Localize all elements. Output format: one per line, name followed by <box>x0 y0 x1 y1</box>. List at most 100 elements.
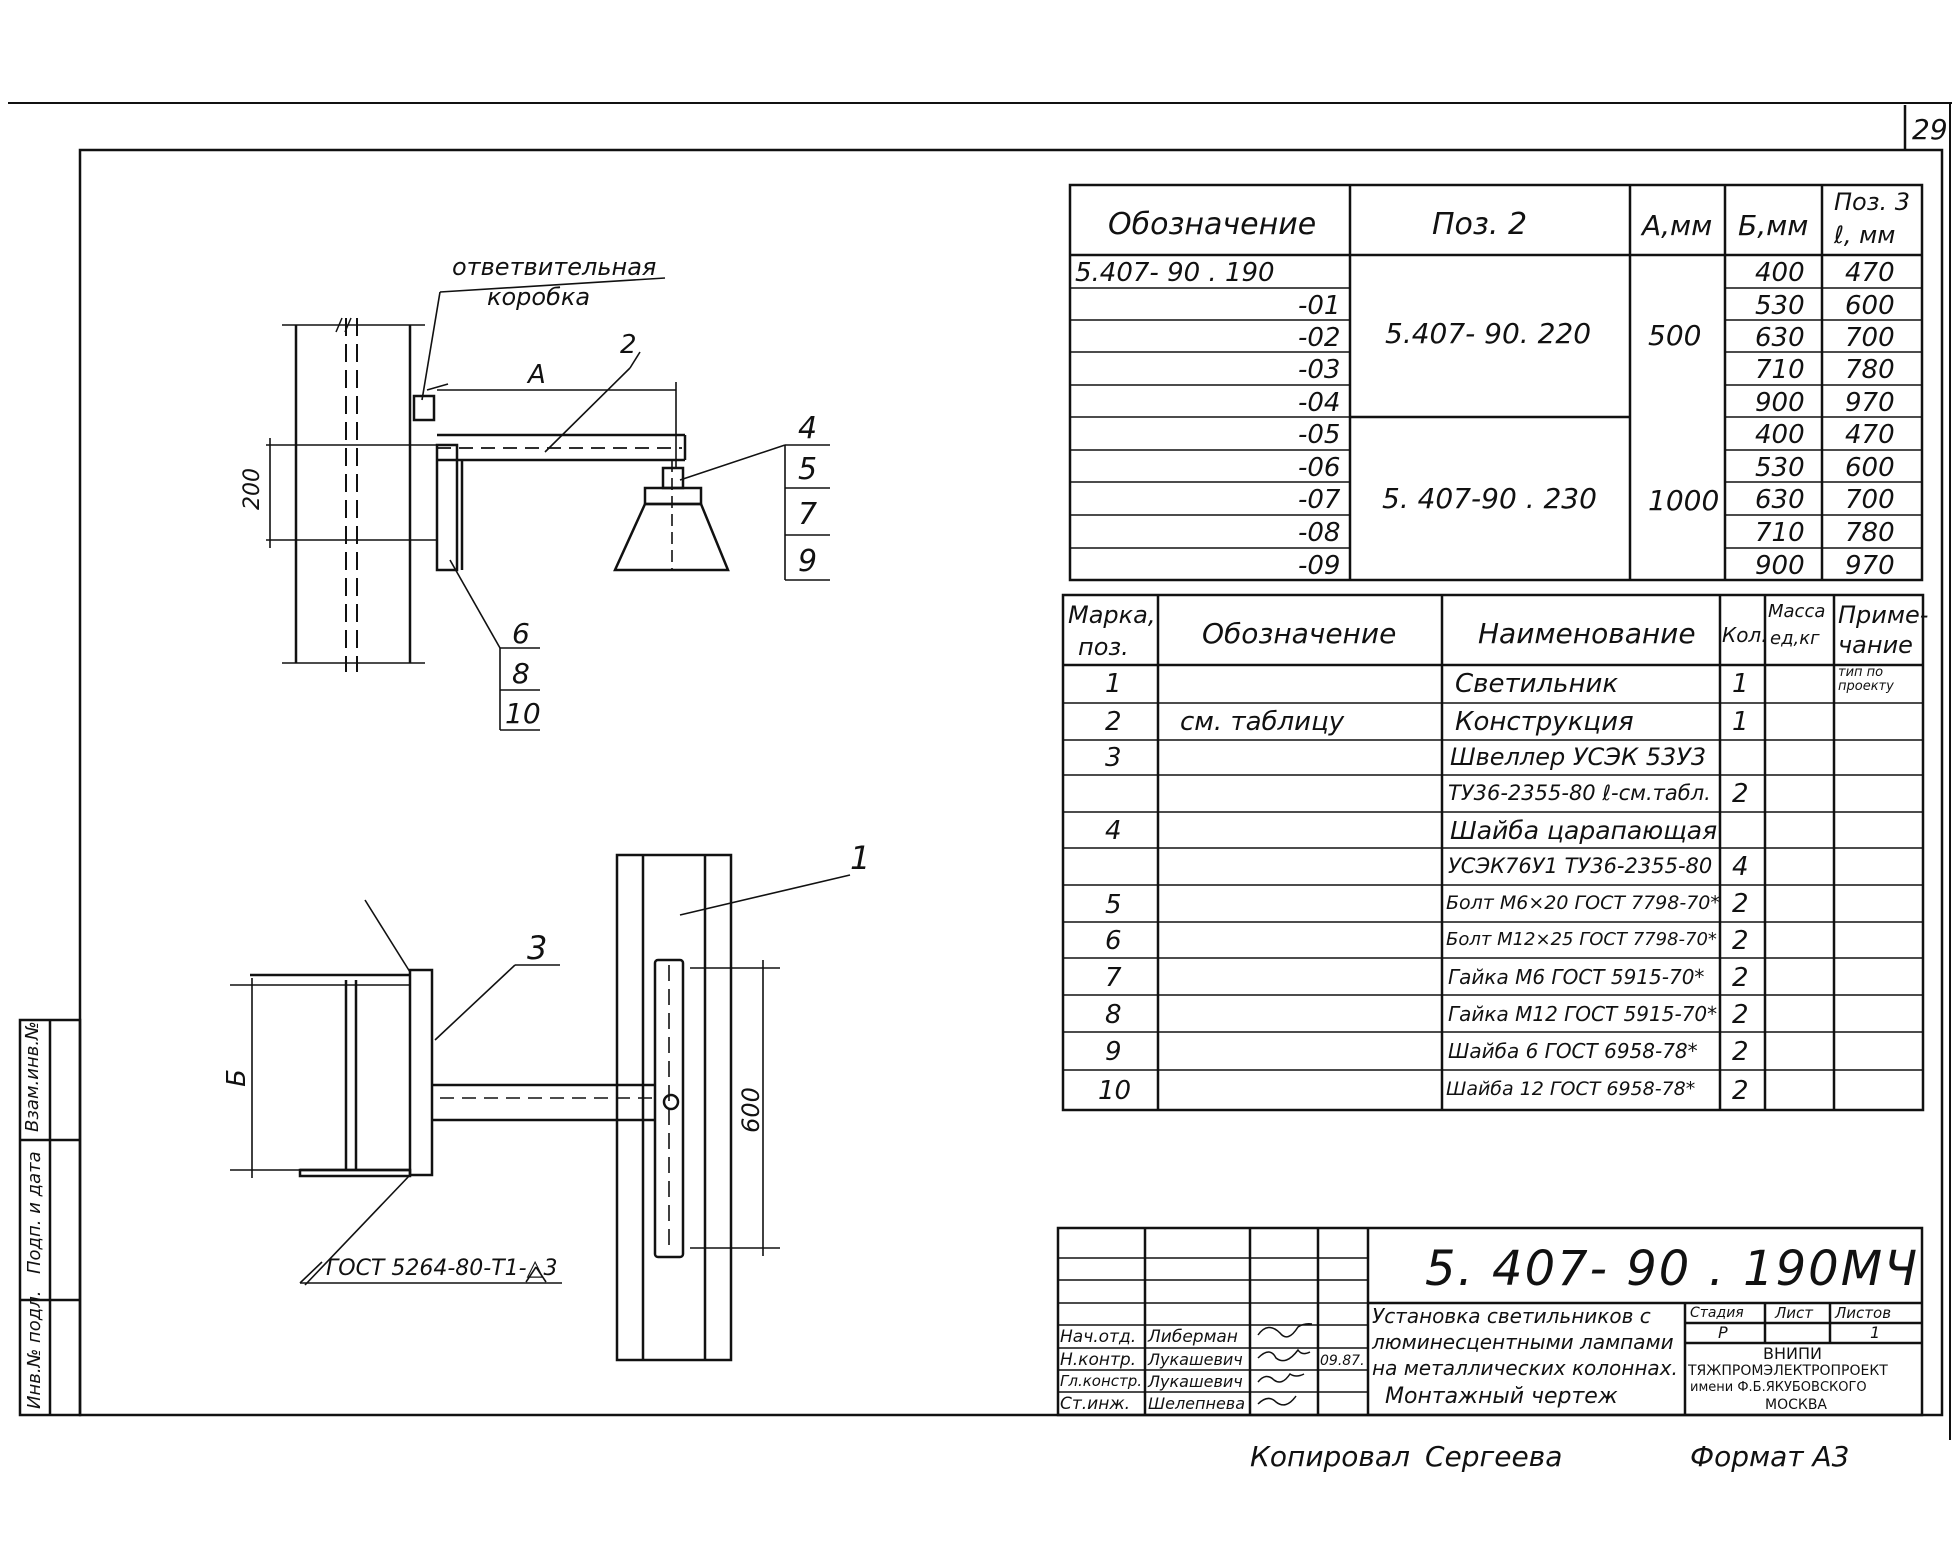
vt-h-b: Б,мм <box>1738 209 1809 242</box>
dim-a-label: A <box>528 360 546 390</box>
st-desig: см. таблицу <box>1180 707 1345 737</box>
vt-pos2-a: 5.407- 90. 220 <box>1385 317 1592 350</box>
org-line: ВНИПИ <box>1763 1344 1822 1363</box>
junction-box-label-2: коробка <box>487 283 591 311</box>
pos-10-label: 10 <box>505 697 541 730</box>
st-h-designation: Обозначение <box>1202 617 1397 650</box>
title-line: люминесцентными лампами <box>1372 1330 1674 1354</box>
vt-b-value: 900 <box>1755 551 1805 581</box>
st-qty: 2 <box>1732 1076 1749 1106</box>
st-pos: 7 <box>1105 963 1122 993</box>
pos-3-label: 3 <box>527 929 548 967</box>
st-qty: 1 <box>1732 669 1749 699</box>
dim-200-label: 200 <box>240 468 265 510</box>
st-qty: 2 <box>1732 889 1749 919</box>
st-h-mass-1: Масса <box>1768 601 1826 622</box>
title-line: Установка светильников с <box>1372 1304 1651 1328</box>
margin-label: Взам.инв.№ <box>22 1021 43 1132</box>
st-h-note-1: Приме- <box>1838 601 1929 629</box>
st-qty: 2 <box>1732 1037 1749 1067</box>
vt-h-pos3: Поз. 3 <box>1834 188 1911 216</box>
vt-l-value: 780 <box>1845 355 1895 385</box>
st-pos: 3 <box>1105 743 1122 773</box>
vt-l-value: 780 <box>1845 518 1895 548</box>
vt-suffix: -03 <box>1298 355 1341 385</box>
vt-l-value: 600 <box>1845 453 1895 483</box>
st-qty: 2 <box>1732 779 1749 809</box>
vt-h-pos2: Поз. 2 <box>1432 207 1528 242</box>
vt-suffix: -07 <box>1298 485 1341 515</box>
copier-name: Сергеева <box>1425 1440 1563 1473</box>
pos-8-label: 8 <box>512 657 530 690</box>
pos-7-label: 7 <box>798 497 818 532</box>
role-label: Ст.инж. <box>1060 1394 1131 1414</box>
margin-label: Инв.№ подл. <box>24 1290 45 1409</box>
role-label: Н.контр. <box>1060 1350 1137 1370</box>
vt-l-value: 700 <box>1845 323 1895 353</box>
st-name: Гайка М6 ГОСТ 5915-70* <box>1448 965 1705 989</box>
st-h-note-2: чание <box>1838 631 1913 659</box>
vt-b-value: 530 <box>1755 291 1805 321</box>
vt-suffix: -06 <box>1298 453 1341 483</box>
st-name: Гайка М12 ГОСТ 5915-70* <box>1448 1002 1718 1026</box>
st-pos: 8 <box>1105 1000 1122 1030</box>
vt-suffix: -09 <box>1298 551 1341 581</box>
format-label: Формат А3 <box>1690 1440 1850 1473</box>
st-name: УСЭК76У1 ТУ36-2355-80 <box>1448 854 1713 878</box>
pos-5-label: 5 <box>798 452 818 487</box>
vt-b-value: 400 <box>1755 420 1805 450</box>
vt-h-l: ℓ, мм <box>1834 221 1896 249</box>
vt-suffix: -01 <box>1298 291 1341 321</box>
weld-note: ГОСТ 5264-80-Т1-△3 <box>326 1256 558 1281</box>
vt-b-value: 530 <box>1755 453 1805 483</box>
vt-l-value: 970 <box>1845 388 1895 418</box>
vt-l-value: 700 <box>1845 485 1895 515</box>
st-pos: 6 <box>1105 926 1122 956</box>
vt-b-value: 900 <box>1755 388 1805 418</box>
st-pos: 2 <box>1105 707 1122 737</box>
vt-l-value: 600 <box>1845 291 1895 321</box>
junction-box-label-1: ответвительная <box>452 253 657 281</box>
st-qty: 2 <box>1732 963 1749 993</box>
st-qty: 2 <box>1732 926 1749 956</box>
person-name: Лукашевич <box>1148 1350 1243 1369</box>
st-qty: 1 <box>1732 707 1749 737</box>
st-name: Шайба 6 ГОСТ 6958-78* <box>1448 1039 1698 1063</box>
st-name: Шайба царапающая <box>1450 816 1718 845</box>
margin-label: Подп. и дата <box>24 1151 45 1274</box>
st-name: Конструкция <box>1455 707 1634 737</box>
st-name: Швеллер УСЭК 53У3 <box>1450 743 1707 771</box>
org-line: МОСКВА <box>1765 1397 1827 1413</box>
st-qty: 2 <box>1732 1000 1749 1030</box>
st-note: тип по проекту <box>1838 665 1894 694</box>
vt-b-value: 400 <box>1755 258 1805 288</box>
vt-suffix: -05 <box>1298 420 1341 450</box>
vt-suffix: -02 <box>1298 323 1341 353</box>
signature-marks <box>1257 1323 1313 1406</box>
st-h-mass-2: ед,кг <box>1770 628 1820 649</box>
person-name: Лукашевич <box>1148 1372 1243 1391</box>
vt-b-value: 630 <box>1755 323 1805 353</box>
person-name: Шелепнева <box>1148 1394 1246 1413</box>
vt-h-designation: Обозначение <box>1108 207 1317 242</box>
st-h-mark-1: Марка, <box>1068 601 1156 629</box>
vt-a-b: 1000 <box>1648 484 1720 517</box>
vt-h-a: А,мм <box>1642 209 1713 242</box>
st-pos: 9 <box>1105 1037 1122 1067</box>
sheet-header: Лист <box>1775 1304 1814 1322</box>
st-name: ТУ36-2355-80 ℓ-см.табл. <box>1448 781 1711 805</box>
st-name: Светильник <box>1455 669 1619 699</box>
st-pos: 4 <box>1105 816 1122 846</box>
sheets-header: Листов <box>1835 1304 1892 1322</box>
st-name: Болт М6×20 ГОСТ 7798-70* <box>1446 892 1720 914</box>
vt-suffix: -04 <box>1298 388 1341 418</box>
role-label: Гл.констр. <box>1060 1372 1143 1390</box>
st-qty: 4 <box>1732 852 1749 882</box>
vt-l-value: 470 <box>1845 258 1895 288</box>
pos-2-label: 2 <box>620 330 637 360</box>
vt-l-value: 470 <box>1845 420 1895 450</box>
pos-4-label: 4 <box>798 411 818 446</box>
person-name: Либерман <box>1148 1327 1238 1347</box>
st-pos: 10 <box>1098 1076 1132 1106</box>
dim-600-label: 600 <box>736 1087 765 1133</box>
